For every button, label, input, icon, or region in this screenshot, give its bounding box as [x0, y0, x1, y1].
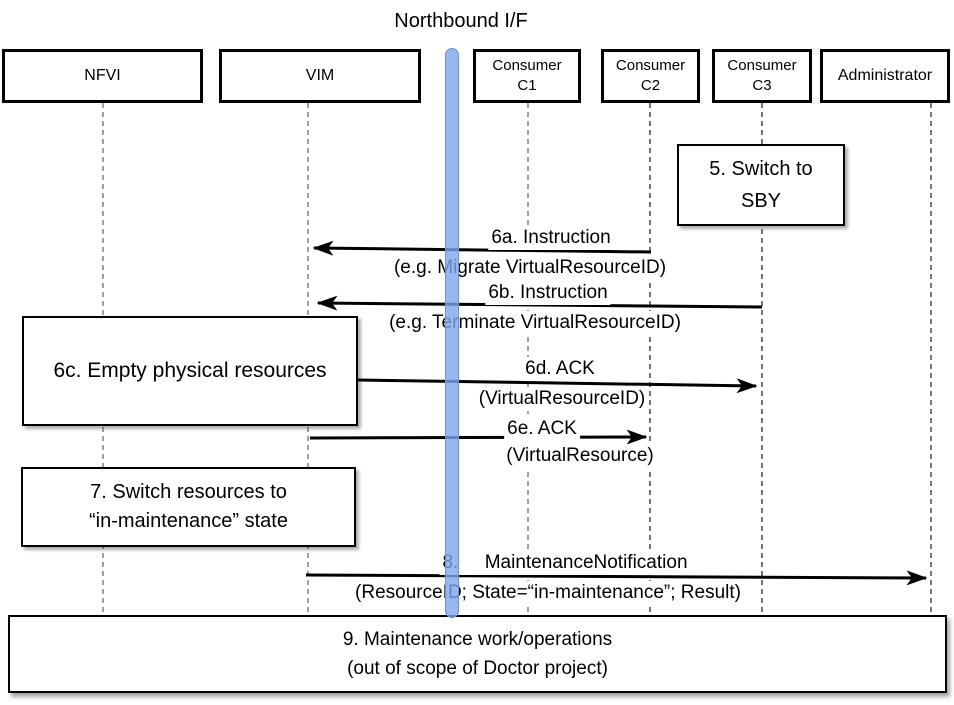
actor-box-vim: VIM — [219, 49, 421, 103]
message-label-6d-line2: (VirtualResourceID) — [475, 387, 649, 411]
actor-label-consumer-c2-line1: Consumer — [615, 57, 686, 74]
step5-line2: SBY — [740, 190, 782, 212]
actor-label-consumer-c3-line1: Consumer — [727, 57, 797, 74]
step5-line1: 5. Switch to — [709, 158, 813, 180]
diagram-title: Northbound I/F — [394, 10, 528, 32]
actor-label-consumer-c2-line2: C2 — [640, 77, 661, 94]
step-box-9-maintenance-work: 9. Maintenance work/operations (out of s… — [8, 615, 947, 693]
message-label-6e-line1: 6e. ACK — [504, 417, 580, 441]
actor-label-consumer-c1-line1: Consumer — [492, 57, 562, 74]
message-label-6e-line2: (VirtualResource) — [503, 444, 657, 468]
message-label-6a-line2: (e.g. Migrate VirtualResourceID) — [390, 256, 670, 280]
actor-label-consumer-c3-line2: C3 — [752, 77, 772, 94]
northbound-if-bar — [445, 48, 459, 618]
actor-box-administrator: Administrator — [820, 49, 950, 103]
actor-box-consumer-c2: Consumer C2 — [601, 49, 700, 103]
actor-label-vim: VIM — [305, 67, 335, 84]
step-box-7-switch-resources: 7. Switch resources to “in-maintenance” … — [21, 467, 356, 547]
step7-line2: “in-maintenance” state — [89, 510, 288, 532]
message-label-8-line2: (ResourceID; State=“in-maintenance”; Res… — [352, 581, 744, 605]
arrow-6b-instruction — [316, 295, 763, 311]
actor-box-nfvi: NFVI — [2, 49, 203, 103]
step9-line1: 9. Maintenance work/operations — [342, 629, 613, 650]
step7-line1: 7. Switch resources to — [90, 481, 287, 503]
arrow-8-maintenance-notification — [305, 570, 928, 586]
step9-line2: (out of scope of Doctor project) — [347, 658, 608, 679]
arrow-6d-ack — [357, 378, 758, 394]
actor-label-nfvi: NFVI — [84, 67, 121, 84]
message-label-8-line1: 8. MaintenanceNotification — [439, 551, 691, 575]
step6c-line1: 6c. Empty physical resources — [53, 359, 327, 382]
arrow-6e-ack — [309, 429, 648, 445]
message-label-6d-line1: 6d. ACK — [522, 357, 598, 381]
arrow-6a-instruction — [312, 240, 652, 256]
message-label-6b-line1: 6b. Instruction — [485, 281, 611, 305]
actor-label-administrator: Administrator — [837, 67, 933, 84]
actor-label-consumer-c1-line2: C1 — [517, 77, 537, 94]
message-label-6a-line1: 6a. Instruction — [488, 226, 614, 250]
step-box-5-switch-to-sby: 5. Switch to SBY — [677, 144, 845, 226]
step-box-6c-empty-physical-resources: 6c. Empty physical resources — [22, 316, 358, 426]
message-label-6b-line2: (e.g. Terminate VirtualResourceID) — [386, 311, 684, 335]
actor-box-consumer-c3: Consumer C3 — [712, 49, 812, 103]
actor-box-consumer-c1: Consumer C1 — [473, 49, 581, 103]
